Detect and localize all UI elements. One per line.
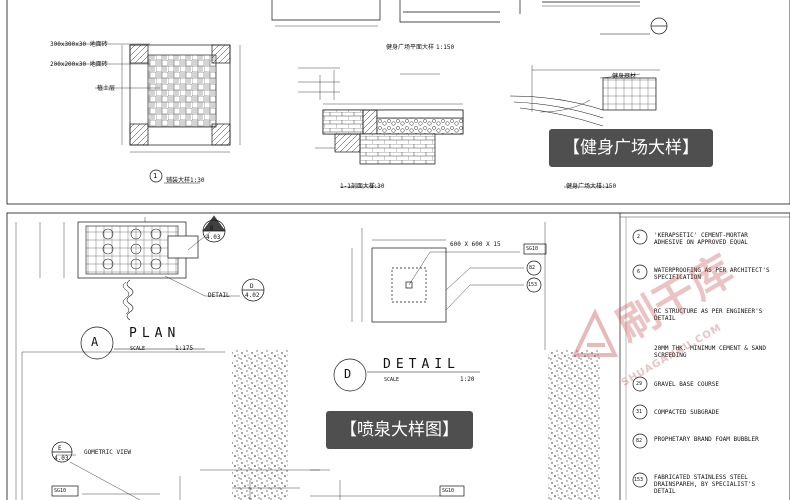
callout-e-top: E bbox=[58, 445, 62, 452]
paving-note-2: 200x200x30 地面砖 bbox=[50, 61, 108, 68]
paving-note-1: 300x300x30 地面砖 bbox=[50, 41, 108, 48]
detail-title: DETAIL bbox=[383, 357, 460, 372]
plan-scale-label: SCALE bbox=[130, 346, 146, 352]
detail-scale: 1:20 bbox=[460, 376, 475, 383]
left-plan-title: 铺装大样 bbox=[166, 177, 191, 184]
legend-num-2: 2 bbox=[637, 234, 641, 240]
legend-num-153: 153 bbox=[634, 477, 644, 483]
tag-sg: SG10 bbox=[526, 246, 539, 252]
paving-note-3: 植土层 bbox=[97, 85, 116, 92]
left-plan-scale: 1:30 bbox=[190, 177, 205, 184]
right-plan-scale: 1:150 bbox=[598, 183, 617, 190]
legend-num-29: 29 bbox=[636, 381, 643, 387]
tag-153: 153 bbox=[528, 282, 538, 288]
top-sheet bbox=[6, 0, 790, 205]
legend-num-82: 82 bbox=[636, 438, 643, 444]
detail-scale-label: SCALE bbox=[384, 377, 400, 383]
plan-title: PLAN bbox=[129, 326, 181, 341]
legend-text-6: WATERPROOFING AS PER ARCHITECT'S SPECIFI… bbox=[654, 267, 770, 281]
right-plan-note: 健身器材 bbox=[612, 73, 637, 80]
detail-dimension: 600 X 600 X 15 bbox=[450, 241, 501, 248]
legend-text-rc: RC STRUCTURE AS PER ENGINEER'S DETAIL bbox=[654, 308, 763, 322]
callout-d-top: D bbox=[250, 283, 254, 290]
section-scale: 1:30 bbox=[370, 183, 385, 190]
legend-text-screed: 20MM THK. MINIMUM CEMENT & SAND SCREEDIN… bbox=[654, 345, 766, 359]
legend-text-82: PROPHETARY BRAND FOAM BUBBLER bbox=[654, 436, 759, 443]
detail-callout-label: DETAIL bbox=[208, 292, 230, 299]
callout-d-bottom: 4.02 bbox=[245, 292, 260, 299]
fitness-plaza-label: 【健身广场大样】 bbox=[549, 129, 713, 167]
gometric-view-label: GOMETRIC VIEW bbox=[84, 449, 131, 456]
left-plan-number: 1 bbox=[153, 172, 158, 180]
callout-e-bottom: 4.03 bbox=[54, 455, 69, 462]
section-title: 1-1剖面大样 bbox=[340, 183, 375, 190]
legend-num-6: 6 bbox=[637, 269, 641, 275]
legend-text-2: 'KERAPSETIC' CEMENT-MORTAR ADHESIVE ON A… bbox=[654, 232, 748, 246]
bottom-sheet bbox=[6, 212, 790, 500]
legend-num-31: 31 bbox=[636, 409, 643, 415]
plan-scale: 1:175 bbox=[175, 345, 194, 352]
legend-text-31: COMPACTED SUBGRADE bbox=[654, 409, 720, 416]
callout-b-top: B bbox=[210, 225, 214, 232]
fountain-label: 【喷泉大样图】 bbox=[326, 411, 473, 449]
legend-text-29: GRAVEL BASE COURSE bbox=[654, 381, 720, 388]
tag-82: 82 bbox=[529, 265, 536, 271]
center-plan-title: 健身广场平面大样 bbox=[386, 44, 435, 51]
legend-text-153: FABRICATED STAINLESS STEEL DRAINSPAREH, … bbox=[654, 474, 756, 495]
tag-sg-left: SG10 bbox=[54, 488, 67, 494]
detail-mark: D bbox=[344, 367, 352, 381]
tag-sg-bottom: SG10 bbox=[442, 488, 455, 494]
center-plan-scale: 1:150 bbox=[436, 44, 455, 51]
callout-b-bottom: 4.03 bbox=[206, 234, 221, 241]
right-plan-title: 健身广场大样 bbox=[566, 183, 603, 190]
plan-mark: A bbox=[91, 335, 99, 349]
